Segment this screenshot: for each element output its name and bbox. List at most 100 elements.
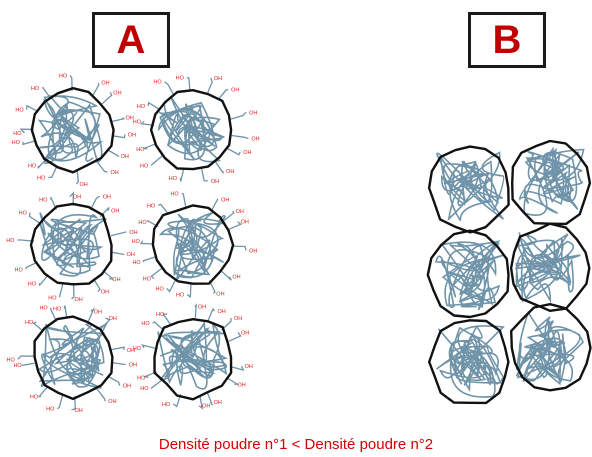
polymer-coil: [434, 240, 505, 311]
hydroxyl-chain: [150, 267, 163, 280]
hydroxyl-chain: [217, 88, 229, 101]
hydroxyl-chain: [231, 134, 249, 140]
hydroxyl-chain: [142, 143, 157, 150]
hydroxyl-chain: [102, 270, 115, 280]
hydroxyl-label: OH: [127, 252, 135, 258]
particle-shell: [509, 222, 591, 312]
hydroxyl-chain: [19, 128, 34, 134]
hydroxyl-chain: [186, 76, 191, 91]
particle-shell: [511, 139, 592, 226]
hydroxyl-chain: [206, 77, 213, 94]
hydroxyl-chain: [179, 167, 185, 183]
hydroxyl-chain: [106, 375, 121, 386]
hydroxyl-label: HO: [132, 260, 141, 266]
hydroxyl-chain: [17, 355, 34, 360]
hydroxyl-chain: [221, 271, 232, 281]
particle-shell: [149, 89, 233, 171]
hydroxyl-label: OH: [243, 150, 251, 156]
hydroxyl-chain: [147, 101, 160, 110]
hydroxyl-chain: [211, 198, 219, 211]
hydroxyl-label: HO: [7, 357, 16, 363]
panel-b-particles: [426, 139, 592, 405]
hydroxyl-label: OH: [75, 297, 83, 303]
hydroxyl-chain: [71, 284, 75, 300]
hydroxyl-chain: [25, 261, 38, 270]
hydroxyl-label: OH: [241, 220, 249, 226]
panel-b-particle: [428, 319, 510, 405]
hydroxyl-label: OH: [111, 170, 119, 176]
hydroxyl-chain: [194, 303, 197, 318]
hydroxyl-chain: [111, 251, 125, 256]
hydroxyl-chain: [111, 361, 126, 366]
hydroxyl-chain: [111, 134, 126, 139]
hydroxyl-label: HO: [140, 386, 149, 392]
hydroxyl-chain: [209, 280, 216, 294]
hydroxyl-label: HO: [143, 277, 152, 283]
hydroxyl-label: OH: [113, 90, 121, 96]
hydroxyl-chain: [186, 284, 192, 299]
polymer-coil: [39, 212, 107, 277]
hydroxyl-label: OH: [101, 290, 109, 296]
hydroxyl-label: HO: [147, 203, 156, 209]
hydroxyl-label: HO: [19, 211, 28, 217]
hydroxyl-chain: [69, 75, 73, 91]
hydroxyl-chain: [96, 160, 108, 173]
panel-b-particle: [427, 145, 510, 234]
hydroxyl-label: OH: [128, 133, 136, 139]
hydroxyl-chain: [22, 140, 36, 146]
hydroxyl-chain: [37, 386, 48, 398]
hydroxyl-chain: [56, 394, 64, 410]
hydroxyl-chain: [101, 92, 113, 105]
hydroxyl-chain: [139, 240, 154, 245]
hydroxyl-label: HO: [153, 80, 162, 86]
hydroxyl-chain: [96, 387, 106, 402]
hydroxyl-chain: [164, 81, 175, 96]
hydroxyl-label: OH: [232, 275, 240, 281]
hydroxyl-label: OH: [241, 330, 249, 336]
hydroxyl-chain: [228, 221, 242, 230]
hydroxyl-label: OH: [211, 179, 219, 185]
hydroxyl-chain: [41, 86, 51, 99]
hydroxyl-chain: [87, 307, 96, 322]
hydroxyl-chain: [89, 195, 101, 211]
hydroxyl-label: HO: [37, 175, 46, 181]
hydroxyl-label: HO: [136, 147, 145, 153]
hydroxyl-label: OH: [214, 400, 222, 406]
hydroxyl-label: OH: [249, 248, 257, 254]
hydroxyl-chain: [92, 278, 101, 293]
hydroxyl-chain: [230, 365, 245, 371]
hydroxyl-chain: [146, 220, 159, 228]
hydroxyl-chain: [166, 279, 176, 293]
hydroxyl-chain: [200, 168, 208, 182]
particle-shell: [428, 319, 510, 405]
hydroxyl-label: HO: [31, 86, 40, 92]
hydroxyl-label: OH: [221, 197, 229, 203]
hydroxyl-chain: [99, 206, 110, 218]
hydroxyl-chain: [139, 120, 155, 127]
hydroxyl-label: HO: [13, 131, 22, 137]
hydroxyl-label: HO: [46, 407, 55, 413]
hydroxyl-chain: [227, 148, 241, 156]
hydroxyl-label: OH: [126, 116, 134, 122]
hydroxyl-chain: [142, 371, 157, 379]
hydroxyl-label: OH: [108, 399, 116, 405]
hydroxyl-chain: [71, 396, 76, 411]
hydroxyl-chain: [17, 239, 35, 242]
hydroxyl-label: HO: [48, 295, 57, 301]
hydroxyl-label: HO: [176, 75, 185, 81]
polymer-coil: [436, 324, 505, 398]
hydroxyl-chain: [162, 313, 172, 326]
hydroxyl-label: HO: [59, 73, 68, 79]
hydroxyl-chain: [21, 362, 35, 367]
polymer-coil: [519, 146, 585, 216]
hydroxyl-label: HO: [141, 321, 150, 327]
hydroxyl-chain: [50, 307, 57, 322]
density-caption: Densité poudre n°1 < Densité poudre n°2: [158, 436, 434, 453]
hydroxyl-label: OH: [129, 230, 137, 236]
hydroxyl-chain: [206, 393, 214, 406]
hydroxyl-label: OH: [111, 209, 119, 215]
